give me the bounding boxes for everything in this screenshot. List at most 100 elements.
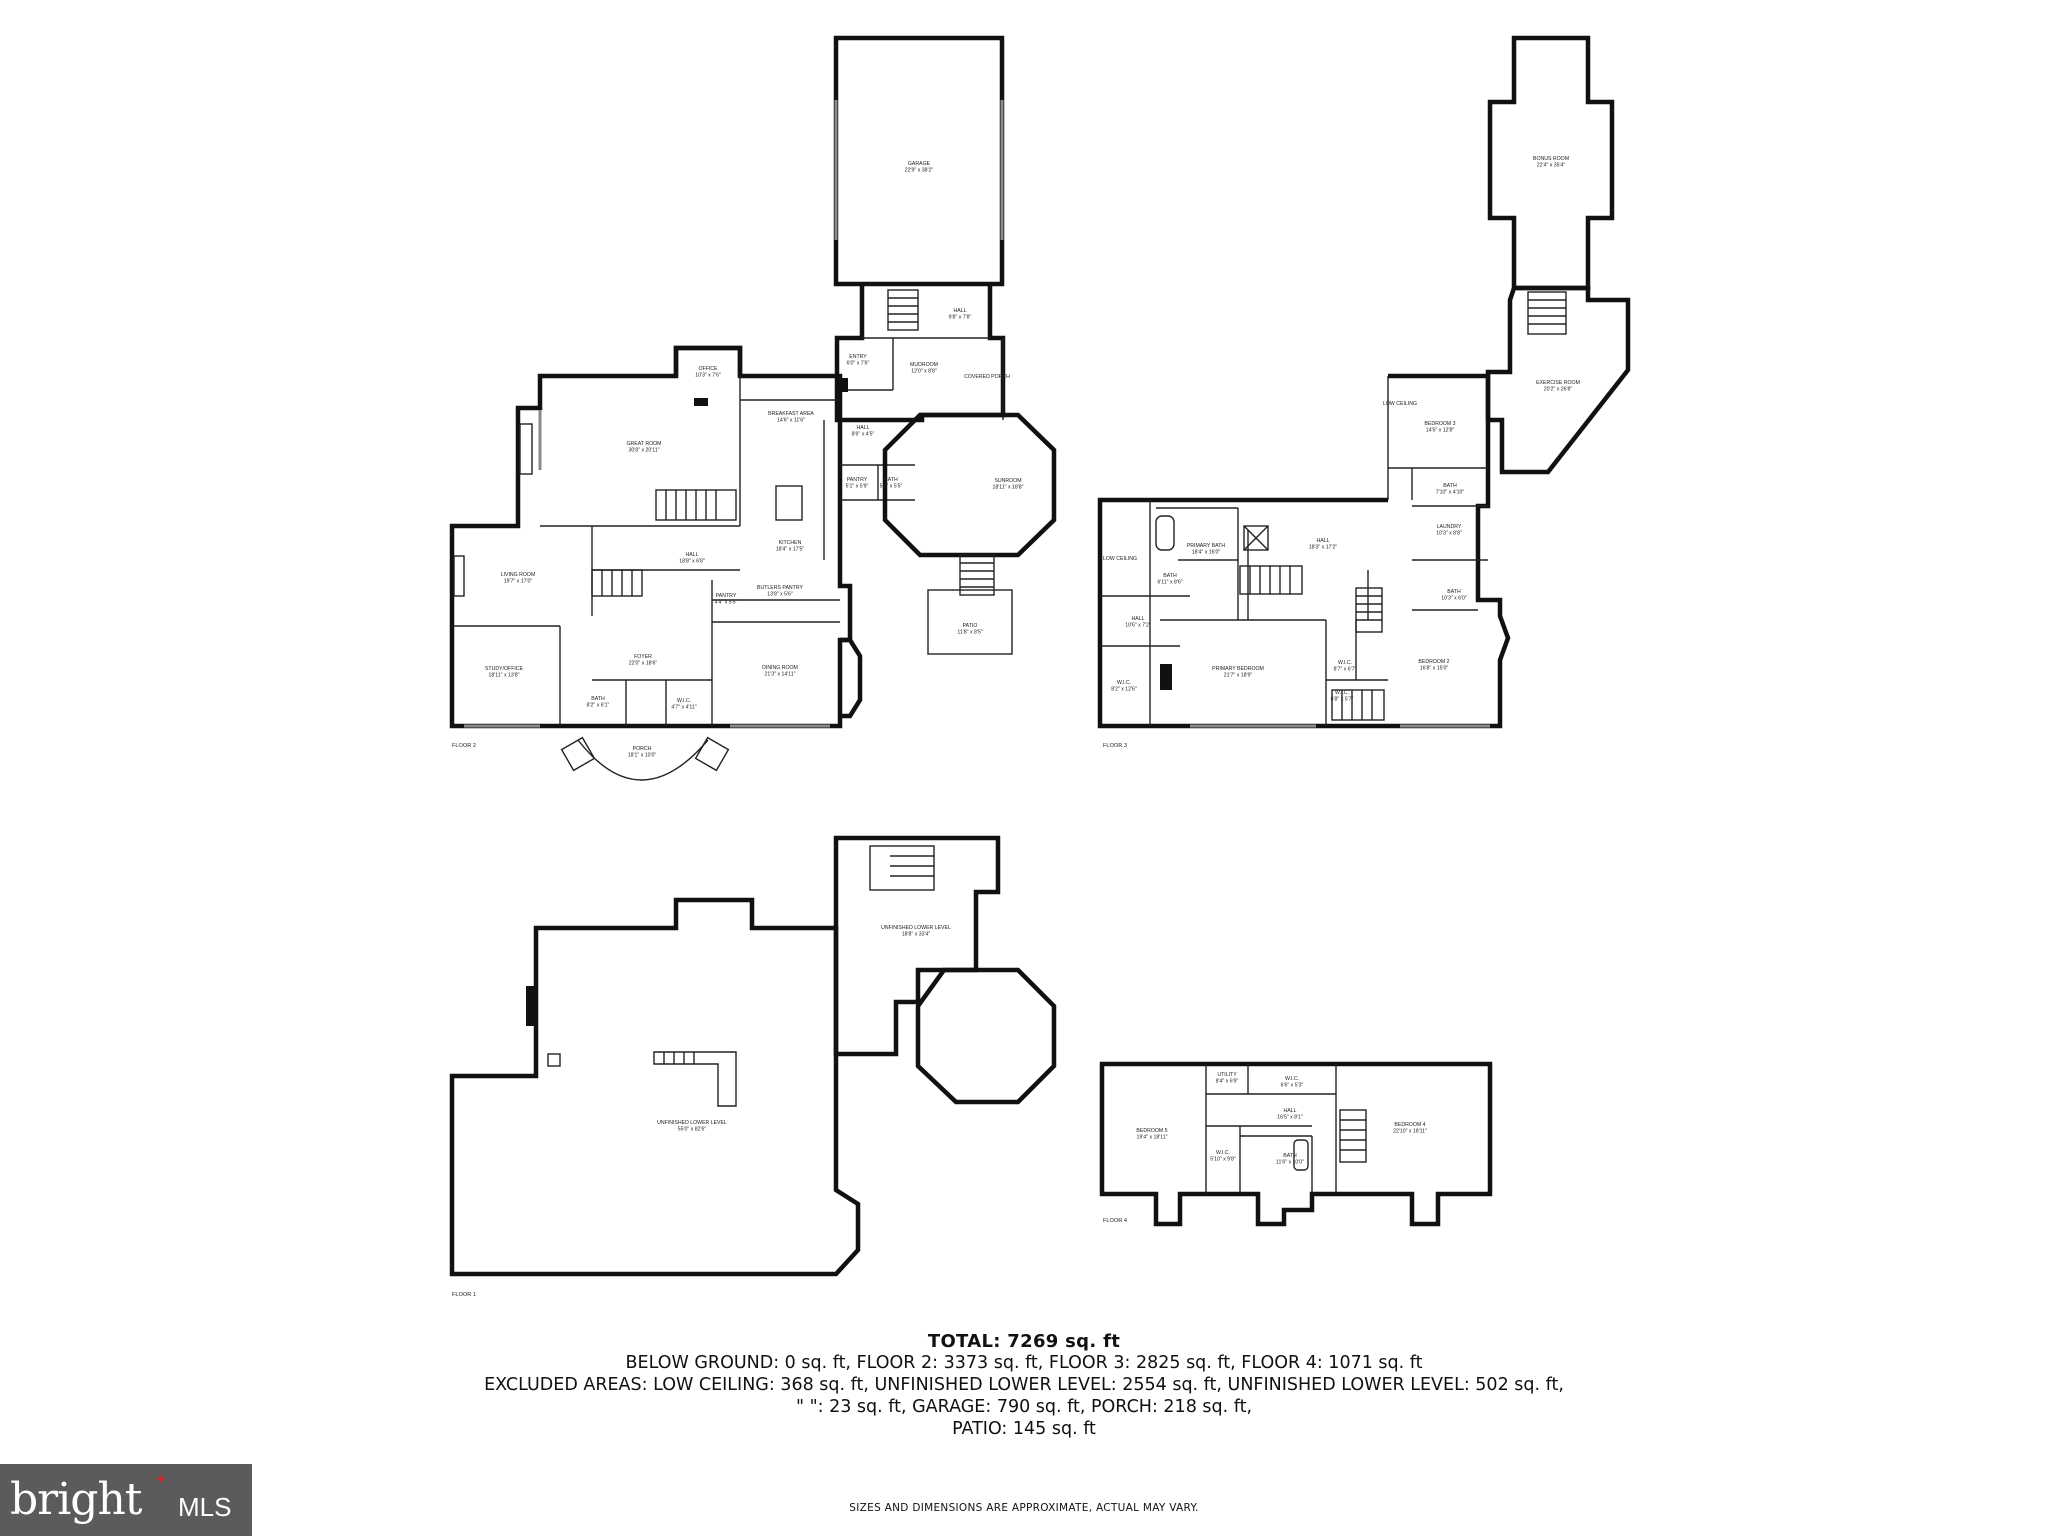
room-name: HALL [1284, 1108, 1297, 1114]
room-dimensions: 22'4" x 35'4" [1537, 162, 1566, 168]
stairs [1331, 689, 1385, 721]
room-dimensions: 4'4" x 5'5" [715, 599, 738, 605]
room-name: BONUS ROOM [1533, 156, 1569, 162]
room-dimensions: 8'7" x 6'7" [1334, 666, 1357, 672]
room-label: LOW CEILING [1103, 556, 1137, 562]
total-area: TOTAL: 7269 sq. ft [927, 1331, 1121, 1352]
room-name: W.I.C. [1216, 1150, 1230, 1156]
room-name: BATH [1283, 1153, 1297, 1159]
dining-bay-walls [840, 637, 863, 719]
unfinished-lower-level-large-walls [449, 897, 861, 1277]
room-name: BATH [884, 477, 898, 483]
room-label: COVERED PORCH [964, 374, 1010, 380]
room-dimensions: 21'3" x 14'11" [765, 671, 796, 677]
stairs [1339, 1109, 1367, 1163]
stairs [591, 569, 643, 597]
room-name: PRIMARY BEDROOM [1212, 666, 1264, 672]
floor-3-label: FLOOR 3 [1103, 743, 1127, 749]
room-name: HALL [1132, 616, 1145, 622]
octagon-walls [915, 967, 1057, 1105]
mudroom-block-walls [834, 284, 1006, 423]
fireplace [519, 423, 533, 475]
room-dimensions: 18'4" x 17'5" [776, 546, 805, 552]
room-name: HALL [857, 425, 870, 431]
room-dimensions: 13'8" x 5'6" [767, 591, 793, 597]
room-label: W.I.C.4'7" x 4'11" [671, 698, 696, 710]
fireplace [453, 555, 465, 597]
porch-chair [560, 736, 596, 772]
room-dimensions: 18'11" x 13'8" [489, 672, 520, 678]
room-dimensions: 22'10" x 18'11" [1393, 1128, 1427, 1134]
floor-4-plan [1099, 1061, 1493, 1227]
room-name: BEDROOM 2 [1418, 659, 1449, 665]
room-label: W.I.C.8'7" x 6'7" [1334, 660, 1357, 672]
room-name: PANTRY [847, 477, 868, 483]
room-name: BEDROOM 3 [1424, 421, 1455, 427]
room-dimensions: 21'7" x 18'9" [1224, 672, 1253, 678]
room-name: GARAGE [908, 161, 931, 167]
floor-3-plan [1097, 35, 1631, 729]
room-dimensions: 18'8" x 33'4" [902, 931, 931, 937]
room-name: HALL [686, 552, 699, 558]
room-name: PATIO [963, 623, 978, 629]
floor-1-label: FLOOR 1 [452, 1292, 476, 1298]
column [694, 398, 708, 406]
room-name: BEDROOM 4 [1394, 1122, 1425, 1128]
room-dimensions: 55'0" x 82'6" [678, 1126, 707, 1132]
bathtub [1155, 515, 1175, 551]
unfinished-lower-level-small-walls [833, 835, 1001, 1057]
stairs [1355, 587, 1383, 633]
room-dimensions: 5'1" x 5'9" [846, 483, 869, 489]
room-name: W.I.C. [1338, 660, 1352, 666]
patio-outline [927, 589, 1013, 655]
room-dimensions: 10'3" x 8'8" [1436, 530, 1462, 536]
room-dimensions: 6'11" x 8'6" [1157, 579, 1182, 585]
room-name: KITCHEN [779, 540, 802, 546]
room-name: W.I.C. [1117, 680, 1131, 686]
room-dimensions: 8'2" x 6'1" [587, 702, 610, 708]
sunroom-walls [882, 412, 1057, 558]
room-dimensions: 19'4" x 18'11" [1137, 1134, 1168, 1140]
area-line-3: " ": 23 sq. ft, GARAGE: 790 sq. ft, PORC… [795, 1397, 1253, 1417]
stairs [1239, 565, 1303, 595]
room-dimensions: 8'6" x 4'5" [852, 431, 875, 437]
room-dimensions: 19'7" x 17'0" [504, 578, 533, 584]
kitchen-island [775, 485, 803, 521]
room-name: BATH [1163, 573, 1177, 579]
stairs [869, 845, 935, 891]
room-label: W.I.C.5'10" x 9'8" [1210, 1150, 1236, 1162]
room-name: PRIMARY BATH [1187, 543, 1226, 549]
room-label: W.I.C.6'8" x 5'7" [1331, 690, 1354, 702]
room-dimensions: 8'2" x 12'6" [1111, 686, 1137, 692]
area-breakdown: BELOW GROUND: 0 sq. ft, FLOOR 2: 3373 sq… [0, 1352, 2048, 1440]
room-name: ENTRY [849, 354, 867, 360]
room-name: W.I.C. [1335, 690, 1349, 696]
room-label: W.I.C.6'6" x 5'3" [1281, 1076, 1304, 1088]
room-dimensions: 14'5" x 12'8" [1426, 427, 1455, 433]
room-dimensions: 18'11" x 18'8" [993, 484, 1024, 490]
room-name: BEDROOM 5 [1136, 1128, 1167, 1134]
floor-2-label: FLOOR 2 [452, 743, 476, 749]
room-dimensions: 20'2" x 26'8" [1544, 386, 1573, 392]
